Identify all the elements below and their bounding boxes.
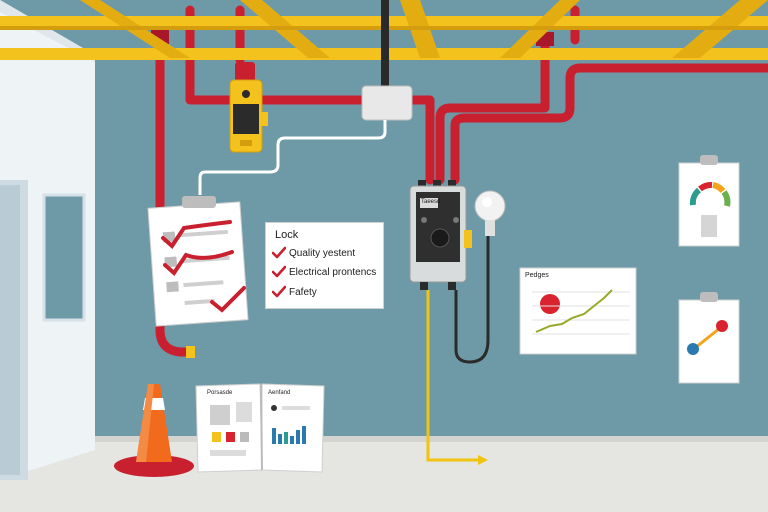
check-icon — [272, 285, 286, 298]
traffic-cone-icon — [114, 384, 194, 477]
control-panel-icon — [409, 180, 490, 465]
checklist-item: Fafety — [272, 284, 317, 300]
booklet-left-heading: Porsasde — [207, 390, 233, 396]
checklist-item-label: Electrical prontencs — [289, 266, 377, 278]
checklist-item: Electrical prontencs — [272, 264, 376, 280]
chart-poster-title: Pedges — [525, 272, 549, 279]
socket-plug-icon — [474, 190, 506, 236]
checklist-item-label: Fafety — [289, 286, 317, 298]
checklist-item-label: Quality yestent — [289, 247, 356, 259]
chart-poster — [519, 267, 637, 355]
check-icon — [272, 265, 286, 278]
checklist-title: Lock — [275, 229, 299, 241]
booklet-right-heading: Aenfand — [268, 390, 291, 396]
clipboard-icon — [147, 196, 249, 327]
checklist-card: Lock Quality yestent Electrical prontenc… — [265, 222, 384, 309]
connection-icon — [678, 292, 740, 384]
control-panel-label: Taeesd — [421, 199, 441, 205]
open-booklet-icon — [195, 383, 325, 473]
padlock-icon — [229, 62, 268, 153]
door-icon — [0, 0, 95, 480]
junction-box-icon — [198, 85, 413, 195]
gauge-icon — [678, 155, 740, 247]
checklist-item: Quality yestent — [272, 245, 355, 261]
check-icon — [272, 246, 286, 259]
floor — [0, 440, 768, 512]
